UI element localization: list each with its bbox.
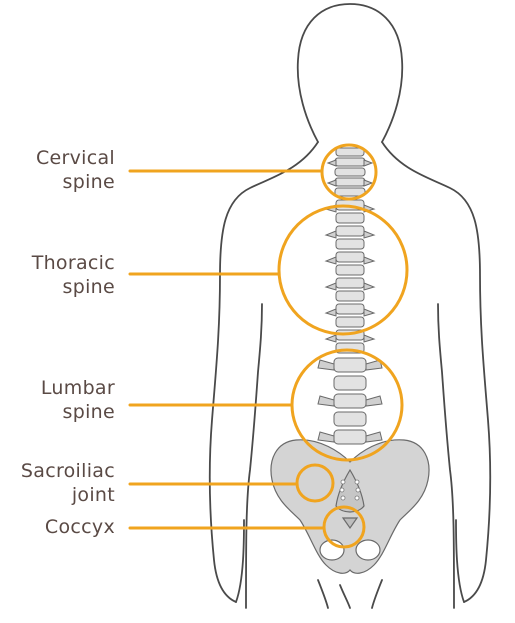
label-line: Cervical	[36, 146, 115, 170]
label-sacroiliac-joint: Sacroiliac joint	[21, 459, 115, 507]
label-thoracic-spine: Thoracic spine	[32, 251, 115, 299]
label-line: spine	[32, 275, 115, 299]
label-lumbar-spine: Lumbar spine	[41, 376, 115, 424]
label-coccyx: Coccyx	[45, 515, 115, 539]
label-line: joint	[21, 483, 115, 507]
label-line: spine	[41, 400, 115, 424]
label-cervical-spine: Cervical spine	[36, 146, 115, 194]
label-line: Coccyx	[45, 515, 115, 539]
label-line: Thoracic	[32, 251, 115, 275]
label-line: Sacroiliac	[21, 459, 115, 483]
spine-column	[334, 148, 366, 444]
label-line: Lumbar	[41, 376, 115, 400]
label-line: spine	[36, 170, 115, 194]
